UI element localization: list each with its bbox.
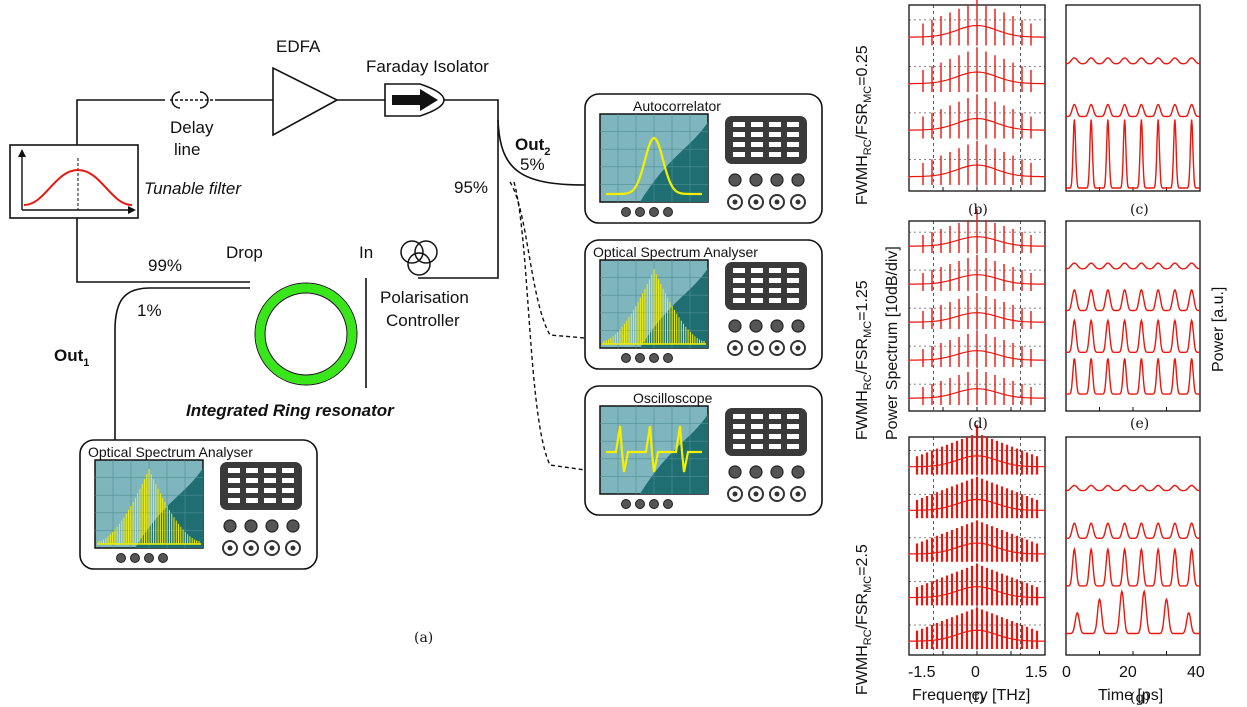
spectrum-trace	[908, 425, 1045, 475]
instrument-label: Optical Spectrum Analyser	[88, 444, 253, 460]
spectrum-trace	[908, 140, 1045, 185]
fiber-loop	[76, 99, 586, 445]
pct-5-label: 5%	[520, 155, 545, 174]
freq-tick-zero: 0	[971, 664, 980, 681]
time-trace	[1066, 589, 1200, 635]
arrow-isolator-icon	[384, 83, 445, 117]
spectrum-trace	[908, 476, 1045, 519]
caption-b: (b)	[968, 202, 988, 218]
spectrum-trace	[908, 254, 1045, 291]
dashed-branches	[509, 181, 586, 471]
time-tick-0: 0	[1062, 664, 1071, 681]
three-loop-paddle-icon	[400, 240, 438, 276]
spectrum-trace	[908, 208, 1045, 253]
time-trace	[1066, 318, 1200, 353]
tunable-filter-label: Tunable filter	[144, 179, 242, 198]
spectrum-trace	[908, 368, 1045, 405]
spectrum-trace	[908, 607, 1045, 649]
plot-panel-1	[908, 0, 1046, 192]
plot-panel-3	[908, 208, 1046, 412]
delay-label-line1: Delay	[170, 118, 214, 137]
spectrum-trace	[908, 47, 1045, 92]
ring-resonator-icon	[254, 282, 358, 386]
delay-line-icon	[170, 91, 215, 109]
time-trace	[1066, 57, 1200, 65]
spectrum-trace	[908, 520, 1045, 562]
plot-grid	[908, 0, 1201, 656]
time-trace	[1066, 522, 1200, 539]
autocorrelator-instrument: Autocorrelator	[584, 93, 823, 224]
row-label-025: FWMHRC/FSRMC=0.25	[854, 45, 874, 205]
pct-1-label: 1%	[137, 301, 162, 320]
polarisation-label-line1: Polarisation	[380, 288, 469, 307]
time-trace	[1066, 358, 1200, 395]
keypad	[220, 462, 302, 510]
freq-tick-pos: 1.5	[1025, 664, 1047, 681]
caption-d: (d)	[968, 416, 988, 432]
instrument-label: Optical Spectrum Analyser	[593, 244, 758, 260]
plot-panel-4	[1065, 220, 1201, 412]
row-label-125: FWMHRC/FSRMC=1.25	[854, 280, 874, 440]
gaussian-filter-icon	[9, 144, 139, 219]
time-trace	[1066, 547, 1200, 587]
instrument-label: Oscilloscope	[633, 390, 713, 406]
delay-label-line2: line	[174, 140, 200, 159]
caption-c: (c)	[1130, 202, 1149, 218]
triangle-amplifier-icon	[272, 66, 339, 137]
ring-resonator-label: Integrated Ring resonator	[186, 401, 395, 420]
keypad	[725, 116, 807, 164]
out2-label: Out2	[515, 135, 550, 158]
spectrum-axis-label: Power Spectrum [10dB/div]	[884, 246, 901, 440]
polarisation-label-line2: Controller	[386, 311, 460, 330]
spectrum-trace	[908, 94, 1045, 139]
caption-a: (a)	[414, 630, 433, 646]
time-trace	[1066, 262, 1200, 270]
time-trace	[1066, 288, 1200, 312]
spectrum-trace	[908, 330, 1045, 367]
pct-99-label: 99%	[148, 256, 182, 275]
plot-panel-2	[1065, 4, 1201, 192]
time-tick-40: 40	[1187, 664, 1205, 681]
freq-tick-neg: -1.5	[908, 664, 936, 681]
caption-g: (g)	[1130, 690, 1150, 706]
plot-panel-5	[908, 425, 1046, 656]
row-label-25: FWMHRC/FSRMC=2.5	[854, 544, 874, 695]
time-trace	[1066, 119, 1200, 189]
time-trace	[1066, 103, 1200, 118]
drop-label: Drop	[226, 243, 263, 262]
power-axis-label: Power [a.u.]	[1210, 287, 1227, 372]
instrument-label: Autocorrelator	[633, 98, 721, 114]
time-axis-label: Time [ps]	[1098, 687, 1163, 704]
edfa-label: EDFA	[276, 37, 321, 56]
spectrum-trace	[908, 0, 1045, 46]
keypad	[725, 408, 807, 456]
faraday-isolator-label: Faraday Isolator	[366, 57, 489, 76]
in-label: In	[359, 243, 373, 262]
caption-e: (e)	[1130, 416, 1149, 432]
osa-bottom-instrument: Optical Spectrum Analyser	[79, 439, 318, 570]
oscilloscope-instrument: Oscilloscope	[584, 385, 823, 516]
osa-top-instrument: Optical Spectrum Analyser	[584, 239, 823, 370]
spectrum-trace	[908, 563, 1045, 606]
time-trace	[1066, 484, 1200, 492]
pct-95-label: 95%	[454, 178, 488, 197]
spectrum-trace	[908, 292, 1045, 329]
out1-label: Out1	[54, 346, 89, 369]
plot-panel-6	[1065, 436, 1201, 656]
time-tick-20: 20	[1119, 664, 1137, 681]
caption-f: (f)	[968, 690, 984, 706]
keypad	[725, 262, 807, 310]
frequency-axis-label: Frequency [THz]	[912, 687, 1030, 704]
